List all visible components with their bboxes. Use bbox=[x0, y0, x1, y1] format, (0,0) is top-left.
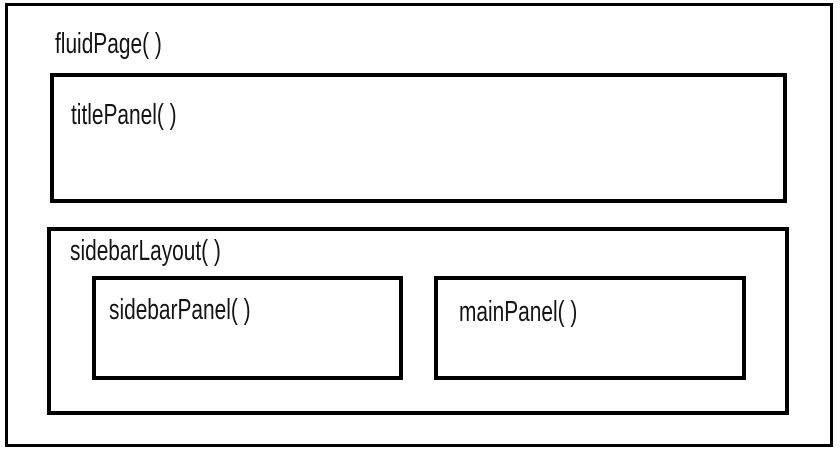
titlepanel-label: titlePanel( ) bbox=[71, 99, 177, 131]
mainpanel-box: mainPanel( ) bbox=[434, 276, 746, 380]
mainpanel-label: mainPanel( ) bbox=[459, 296, 578, 328]
sidebarpanel-box: sidebarPanel( ) bbox=[92, 276, 403, 380]
titlepanel-box: titlePanel( ) bbox=[50, 73, 787, 203]
sidebarlayout-label: sidebarLayout( ) bbox=[70, 235, 221, 267]
fluidpage-box: fluidPage( ) titlePanel( ) sidebarLayout… bbox=[5, 3, 833, 447]
fluidpage-label: fluidPage( ) bbox=[55, 28, 162, 60]
sidebarlayout-box: sidebarLayout( ) sidebarPanel( ) mainPan… bbox=[47, 227, 789, 415]
sidebarpanel-label: sidebarPanel( ) bbox=[109, 294, 251, 326]
